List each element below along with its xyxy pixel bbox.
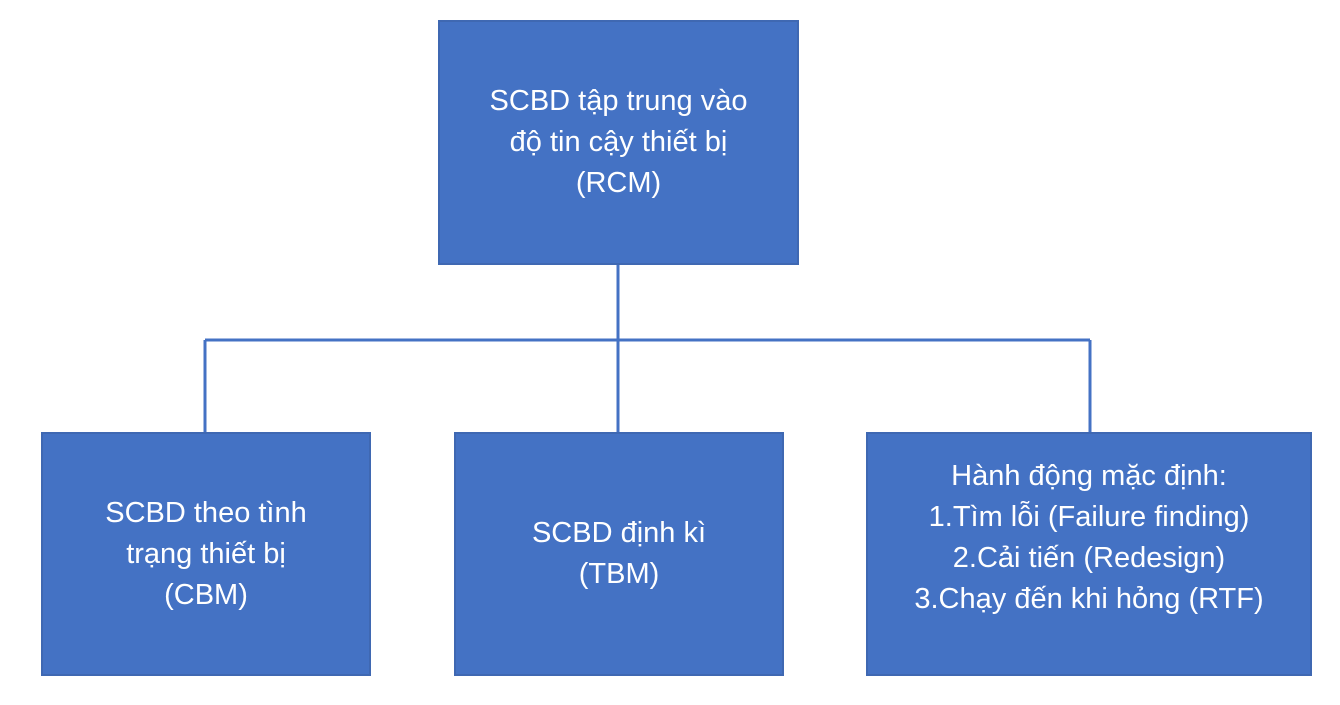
cbm-line-1: SCBD theo tình [105,496,307,529]
rcm-root-line-1: SCBD tập trung vào [489,85,748,117]
rcm-root-box: SCBD tập trung vào độ tin cậy thiết bị (… [438,20,799,265]
cbm-box: SCBD theo tình trạng thiết bị (CBM) [41,432,371,676]
default-action-item-1: 1.Tìm lỗi (Failure finding) [928,501,1250,533]
cbm-line-2: trạng thiết bị [126,537,286,570]
default-action-heading: Hành động mặc định: [951,460,1227,492]
tbm-line-2: (TBM) [578,558,660,590]
tbm-line-1: SCBD định kì [531,517,707,549]
cbm-line-3: (CBM) [164,578,248,611]
default-action-item-2: 2.Cải tiến (Redesign) [952,542,1226,574]
default-action-box: Hành động mặc định: 1.Tìm lỗi (Failure f… [866,432,1312,676]
tbm-box: SCBD định kì (TBM) [454,432,784,676]
default-action-item-3: 3.Chạy đến khi hỏng (RTF) [914,583,1264,615]
rcm-root-line-3: (RCM) [575,167,662,199]
rcm-root-line-2: độ tin cậy thiết bị [509,126,728,158]
